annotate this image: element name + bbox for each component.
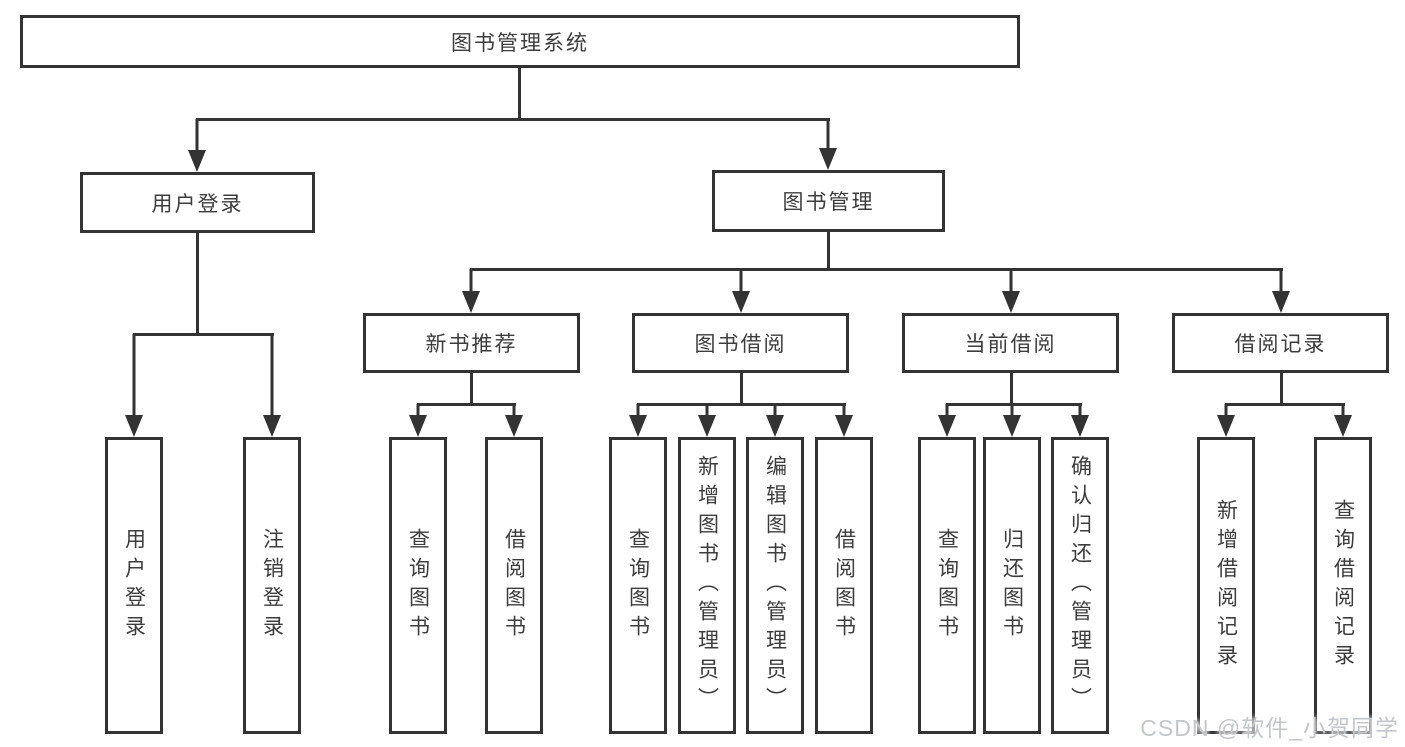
leaf-node-user-login: 用户登录 — [105, 437, 163, 734]
arrow-to-leaf-bb-edit — [766, 404, 784, 437]
leaf-node-borrow-add: 新增图书（管理员） — [678, 437, 736, 734]
node-user-login: 用户登录 — [80, 172, 315, 233]
arrow-to-leaf-br-add — [1217, 404, 1235, 437]
node-current-borrow: 当前借阅 — [902, 313, 1119, 373]
leaf-logout-label: 注销登录 — [260, 527, 284, 644]
leaf-node-records-query: 查询借阅记录 — [1314, 437, 1372, 734]
csdn-watermark: CSDN @软件_小贺同学 — [1140, 715, 1399, 741]
connector-book-mgmt-rail — [470, 268, 1283, 271]
node-book-borrow: 图书借阅 — [632, 313, 849, 373]
leaf-records-query-label: 查询借阅记录 — [1331, 498, 1355, 673]
connector-new-books-stem — [470, 373, 473, 405]
leaf-borrow-borrow-label: 借阅图书 — [832, 527, 856, 644]
arrow-to-book-mgmt — [819, 119, 837, 170]
leaf-borrow-edit-label: 编辑图书（管理员） — [763, 455, 787, 716]
node-new-books-label: 新书推荐 — [425, 333, 518, 356]
arrow-to-leaf-bb-borrow — [835, 404, 853, 437]
node-library-system: 图书管理系统 — [20, 15, 1020, 68]
leaf-node-newbooks-query: 查询图书 — [389, 437, 447, 734]
connector-root-rail — [196, 118, 830, 121]
connector-book-borrow-rail — [637, 403, 846, 406]
arrow-to-borrow-records — [1272, 269, 1290, 313]
arrow-to-leaf-logout — [263, 334, 281, 437]
leaf-current-return-label: 归还图书 — [1000, 527, 1024, 644]
arrow-to-leaf-cb-query — [938, 404, 956, 437]
node-current-borrow-label: 当前借阅 — [964, 333, 1057, 356]
connector-user-login-stem — [196, 233, 199, 335]
arrow-to-leaf-cb-return — [1003, 404, 1021, 437]
leaf-borrow-add-label: 新增图书（管理员） — [695, 455, 719, 716]
arrow-to-leaf-bb-add — [698, 404, 716, 437]
leaf-node-current-query: 查询图书 — [918, 437, 976, 734]
leaf-node-current-return: 归还图书 — [983, 437, 1041, 734]
arrow-to-leaf-nb-query — [409, 404, 427, 437]
arrow-to-leaf-br-query — [1334, 404, 1352, 437]
arrow-to-leaf-bb-query — [629, 404, 647, 437]
arrow-to-leaf-nb-borrow — [505, 404, 523, 437]
connector-root-stem — [518, 68, 521, 120]
connector-current-borrow-stem — [1010, 373, 1013, 405]
leaf-node-newbooks-borrow: 借阅图书 — [485, 437, 543, 734]
leaf-newbooks-query-label: 查询图书 — [406, 527, 430, 644]
leaf-node-borrow-borrow: 借阅图书 — [815, 437, 873, 734]
node-new-books: 新书推荐 — [363, 313, 580, 373]
leaf-borrow-query-label: 查询图书 — [626, 527, 650, 644]
arrow-to-user-login — [188, 119, 206, 172]
node-book-mgmt: 图书管理 — [712, 170, 945, 232]
connector-book-borrow-stem — [740, 373, 743, 405]
arrow-to-current-borrow — [1002, 269, 1020, 313]
node-borrow-records: 借阅记录 — [1172, 313, 1389, 373]
leaf-node-logout: 注销登录 — [243, 437, 301, 734]
arrow-to-book-borrow — [732, 269, 750, 313]
node-book-borrow-label: 图书借阅 — [694, 333, 787, 356]
leaf-records-add-label: 新增借阅记录 — [1214, 498, 1238, 673]
leaf-node-current-confirm: 确认归还（管理员） — [1051, 437, 1109, 734]
connector-new-books-rail — [417, 403, 516, 406]
connector-borrow-records-rail — [1225, 403, 1345, 406]
leaf-node-borrow-edit: 编辑图书（管理员） — [746, 437, 804, 734]
connector-book-mgmt-stem — [827, 232, 830, 270]
node-user-login-label: 用户登录 — [151, 192, 244, 216]
node-library-system-label: 图书管理系统 — [451, 31, 589, 55]
leaf-user-login-label: 用户登录 — [122, 527, 146, 644]
arrow-to-leaf-login — [125, 334, 143, 437]
connector-borrow-records-stem — [1280, 373, 1283, 405]
node-borrow-records-label: 借阅记录 — [1234, 333, 1327, 356]
connector-user-login-rail — [133, 333, 274, 336]
node-book-mgmt-label: 图书管理 — [782, 191, 875, 214]
arrow-to-new-books — [462, 269, 480, 313]
arrow-to-leaf-cb-confirm — [1071, 404, 1089, 437]
leaf-newbooks-borrow-label: 借阅图书 — [502, 527, 526, 644]
leaf-node-borrow-query: 查询图书 — [609, 437, 667, 734]
leaf-current-query-label: 查询图书 — [935, 527, 959, 644]
leaf-node-records-add: 新增借阅记录 — [1197, 437, 1255, 734]
leaf-current-confirm-label: 确认归还（管理员） — [1068, 455, 1092, 716]
